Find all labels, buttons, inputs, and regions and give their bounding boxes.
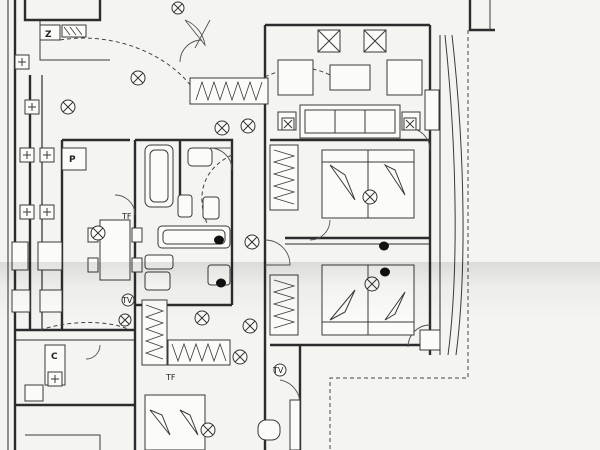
light-fixture xyxy=(60,99,76,115)
furniture xyxy=(11,24,441,450)
light-fixture xyxy=(214,120,230,136)
switch-symbol xyxy=(403,117,417,131)
toilet-upper xyxy=(177,194,193,218)
cabinet-left-4 xyxy=(39,289,63,313)
dining-table xyxy=(99,219,131,281)
marker-dots xyxy=(214,235,390,288)
box-top xyxy=(61,24,87,38)
radiator-bottom xyxy=(289,399,301,450)
armchair-right xyxy=(386,59,423,96)
light-fixtures xyxy=(60,1,380,438)
sink-upper xyxy=(187,147,213,167)
bidet-upper xyxy=(202,196,220,220)
cabinet-left-1 xyxy=(11,241,29,271)
light-fixture xyxy=(240,118,256,134)
toilet-lower xyxy=(144,271,171,291)
wardrobe-hall xyxy=(141,299,168,366)
light-fixture xyxy=(242,318,258,334)
switch-symbol xyxy=(19,204,35,220)
switch-symbol xyxy=(14,54,30,70)
marker-dot xyxy=(380,267,390,277)
light-fixture xyxy=(362,189,378,205)
light-fixture xyxy=(90,225,106,241)
switch-symbol xyxy=(121,293,135,307)
label-c: C xyxy=(51,352,58,362)
sink-lower xyxy=(144,254,174,270)
switch-symbol xyxy=(24,99,40,115)
switch-symbol xyxy=(281,117,295,131)
label-tv-left: TV xyxy=(121,296,133,305)
light-fixture xyxy=(244,234,260,250)
light-fixture xyxy=(130,70,146,86)
switch-symbol xyxy=(39,204,55,220)
chair xyxy=(131,227,143,243)
light-fixture xyxy=(194,310,210,326)
fixture-symbols xyxy=(14,54,417,387)
label-p: P xyxy=(69,155,76,165)
counter-p xyxy=(61,147,87,171)
marker-dot xyxy=(216,278,226,288)
switch-symbol xyxy=(47,371,63,387)
bed-bottom xyxy=(144,394,206,450)
marker-dot xyxy=(379,241,389,251)
bathtub-lower xyxy=(157,225,231,249)
label-tf-dining: TF xyxy=(121,212,132,221)
light-fixture xyxy=(118,313,132,327)
light-fixture xyxy=(200,422,216,438)
cabinet-left-3 xyxy=(11,289,31,313)
chair xyxy=(131,257,143,273)
box-bottom-left xyxy=(24,384,44,402)
light-fixture xyxy=(364,276,380,292)
chair xyxy=(87,257,99,273)
label-tf-bottom: TF xyxy=(165,373,176,382)
marker-dot xyxy=(214,235,224,245)
dashed-outlines xyxy=(39,30,469,450)
plan-labels: P C Z TV TV TF TF xyxy=(45,30,284,382)
label-z: Z xyxy=(45,30,52,40)
label-tv-bottom: TV xyxy=(272,366,284,375)
column-right xyxy=(419,329,441,351)
coffee-table xyxy=(329,64,371,91)
wardrobe-bed2 xyxy=(269,274,299,336)
box-z xyxy=(39,24,61,41)
cabinet-left-2 xyxy=(37,241,63,271)
switch-symbol xyxy=(273,363,287,377)
switch-symbol xyxy=(39,147,55,163)
light-fixture xyxy=(171,1,185,15)
bathtub xyxy=(144,144,174,208)
switch-symbol xyxy=(19,147,35,163)
light-fixture xyxy=(232,349,248,365)
wardrobe-bed1 xyxy=(269,144,299,211)
radiator-right xyxy=(424,89,440,131)
chair-bottom xyxy=(257,419,281,441)
armchair-left xyxy=(277,59,314,96)
